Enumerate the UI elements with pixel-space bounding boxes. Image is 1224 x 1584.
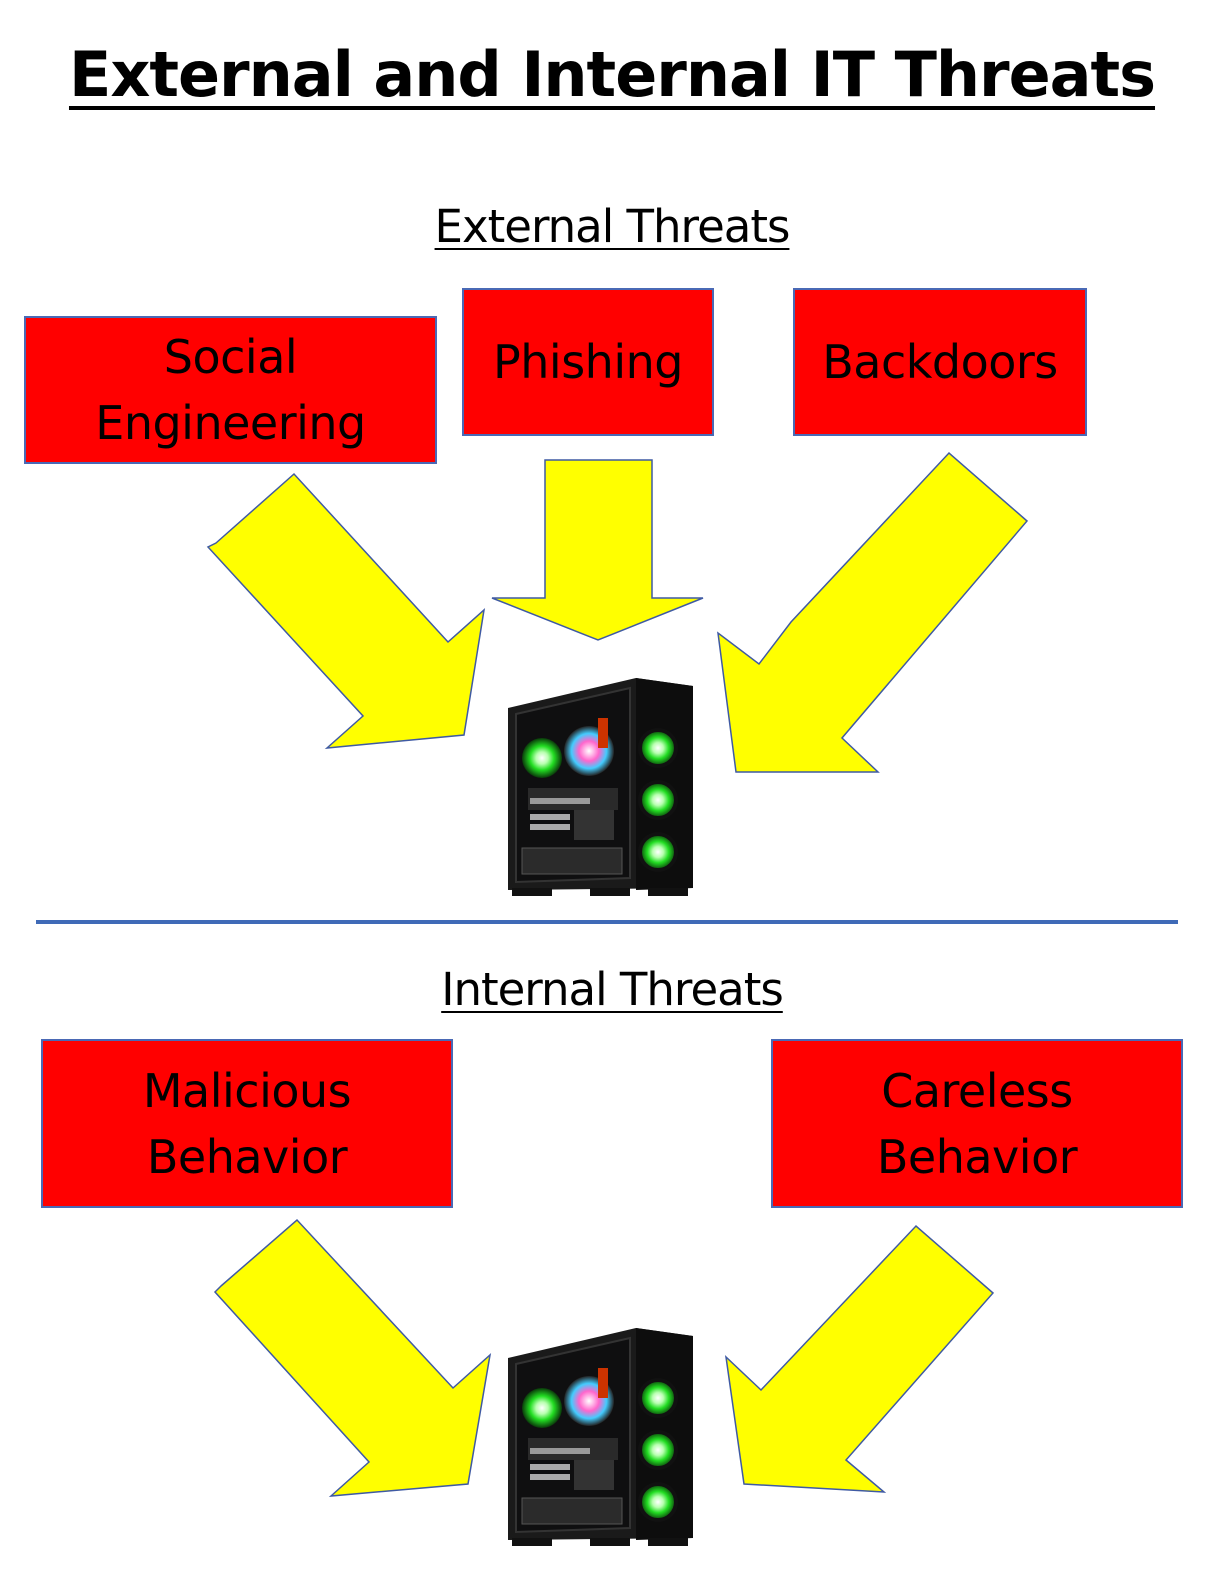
external-threats-heading: External Threats	[434, 200, 791, 253]
threat-box-backdoors: Backdoors	[793, 288, 1087, 436]
threat-label: Careless Behavior	[876, 1063, 1078, 1184]
threat-label: Backdoors	[822, 335, 1058, 389]
arrow-icon	[724, 1224, 995, 1493]
internal-threats-heading: Internal Threats	[441, 963, 784, 1016]
desktop-tower-pc-icon	[506, 676, 695, 898]
section-divider	[36, 920, 1178, 924]
arrow-icon	[206, 472, 486, 749]
threat-box-social-engineering: Social Engineering	[24, 316, 437, 464]
threat-label: Social Engineering	[95, 330, 366, 450]
threat-label: Phishing	[493, 335, 683, 389]
desktop-tower-pc-icon	[506, 1326, 695, 1548]
threat-box-careless-behavior: Careless Behavior	[771, 1039, 1183, 1208]
threat-box-phishing: Phishing	[462, 288, 714, 436]
arrow-icon	[213, 1218, 492, 1497]
arrow-icon	[717, 451, 1029, 773]
threat-label: Malicious Behavior	[142, 1063, 352, 1184]
page-title: External and Internal IT Threats	[68, 38, 1156, 111]
threat-box-malicious-behavior: Malicious Behavior	[41, 1039, 453, 1208]
arrow-icon	[491, 459, 704, 641]
